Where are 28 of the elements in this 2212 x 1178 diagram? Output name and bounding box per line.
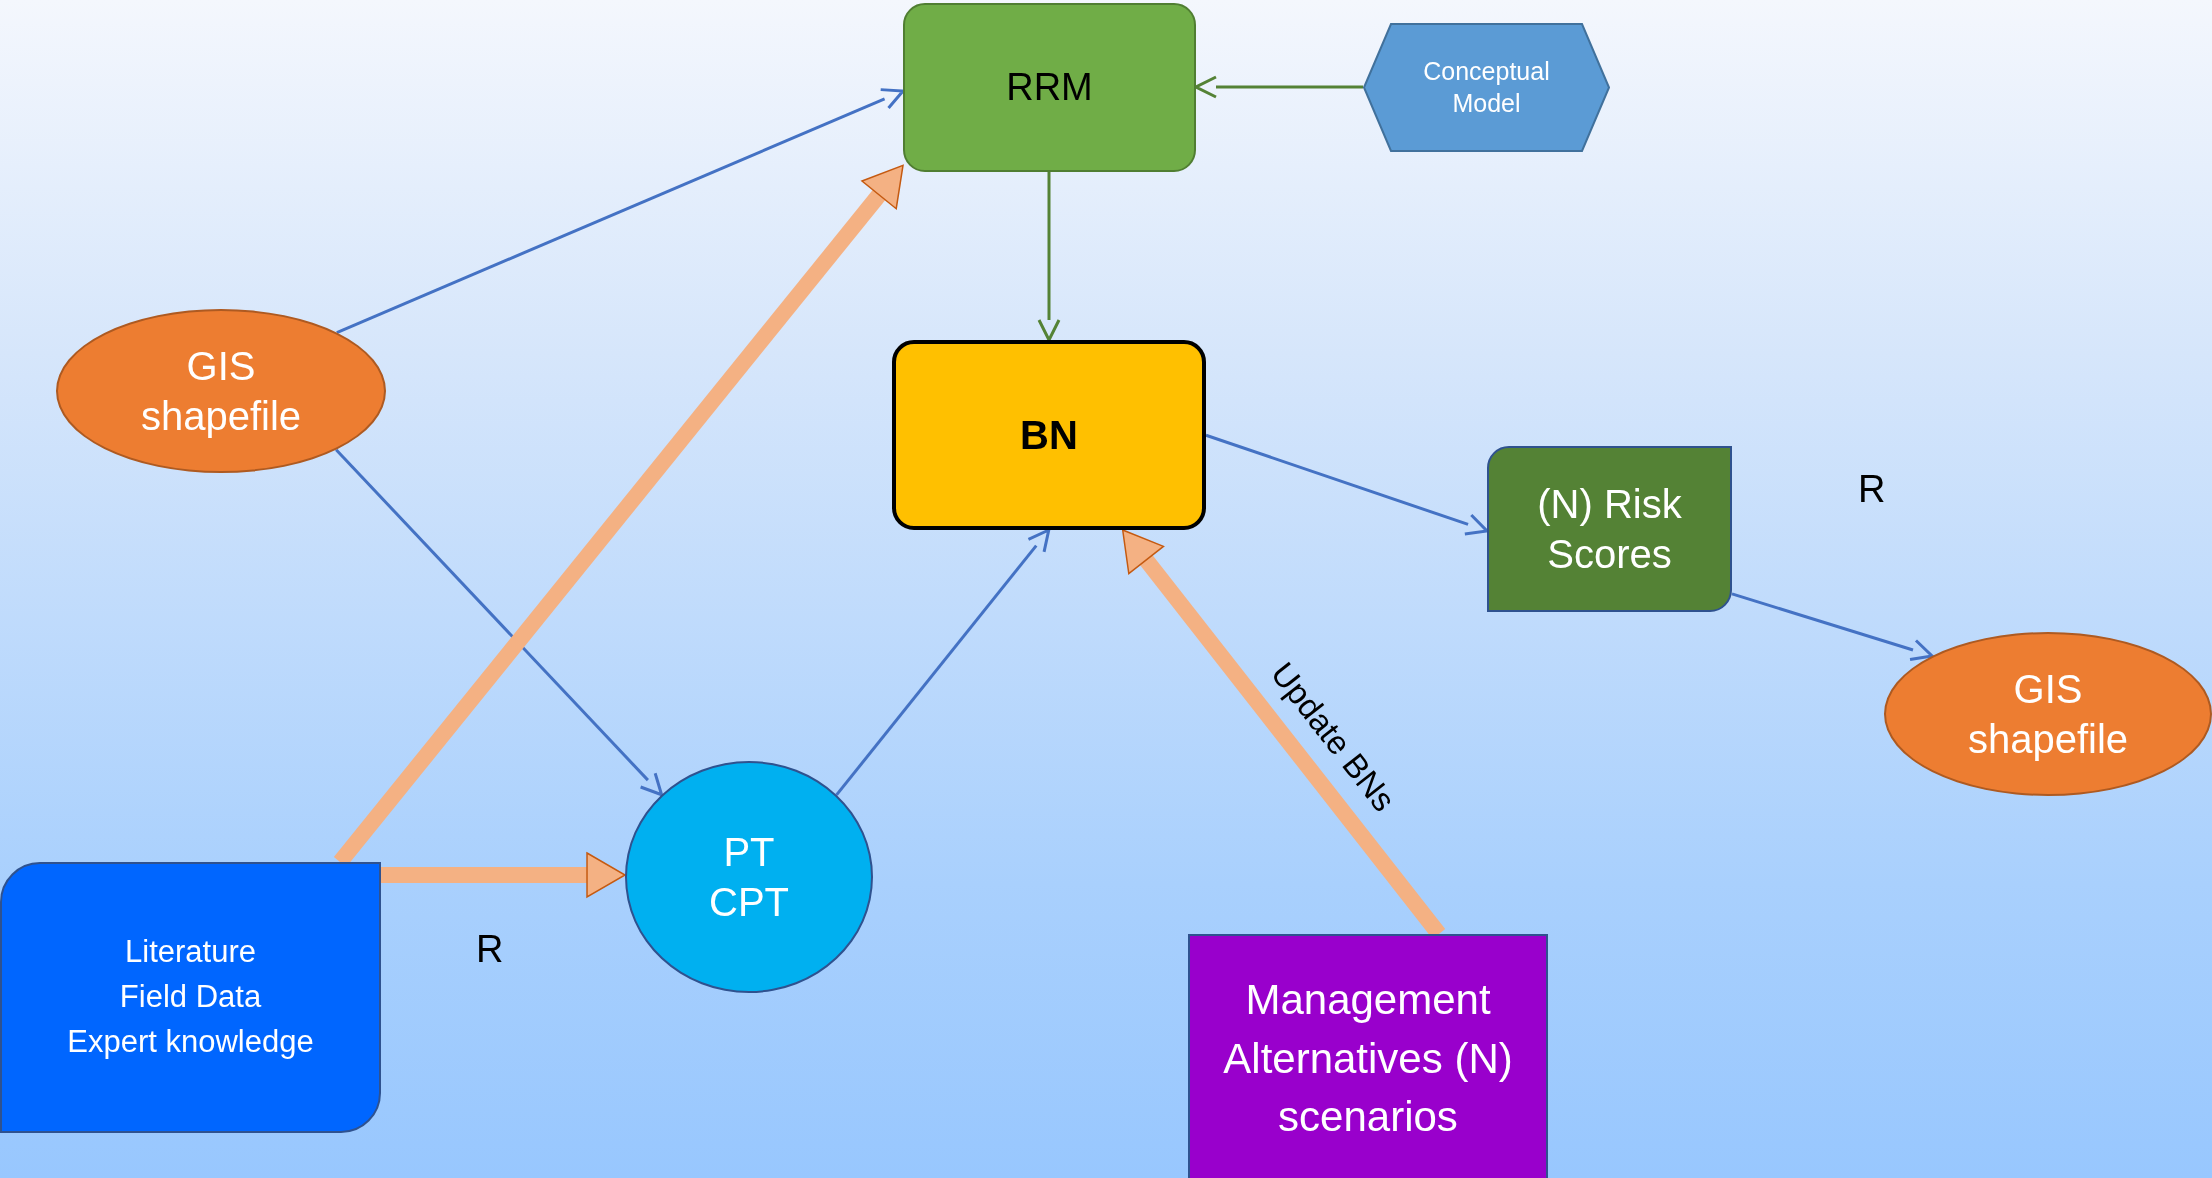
node-label: GIS shapefile	[1966, 666, 2130, 763]
node-label: Field Data	[119, 978, 262, 1017]
node-label: GIS shapefile	[139, 343, 303, 440]
process-box	[1487, 446, 1732, 612]
node-label: (N) Risk Scores	[1536, 481, 1683, 578]
node-label: RRM	[1006, 64, 1093, 110]
process-box	[892, 340, 1206, 530]
process-box	[1188, 934, 1548, 1178]
node-label: CPT	[709, 879, 789, 926]
arrow	[336, 88, 905, 334]
arrow	[835, 528, 1051, 796]
block-arrow	[381, 852, 626, 898]
node-label: PT	[723, 829, 775, 876]
node-label: Conceptual Model	[1422, 56, 1551, 119]
arrow	[335, 448, 664, 797]
annotation-text: R	[1858, 468, 1886, 511]
arrow	[1731, 592, 1934, 662]
node-label: Management Alternatives (N) scenarios	[1223, 974, 1513, 1143]
source-box	[0, 862, 381, 1133]
node-label: Expert knowledge	[67, 1022, 314, 1061]
arrow	[1205, 433, 1489, 536]
node-label: Literature	[125, 933, 256, 972]
annotation-text: R	[476, 928, 504, 971]
hexagon-node	[1363, 23, 1610, 152]
arrow	[1194, 75, 1363, 99]
process-box	[903, 3, 1196, 172]
arrow	[1037, 172, 1061, 342]
node-label: BN	[1020, 412, 1078, 459]
